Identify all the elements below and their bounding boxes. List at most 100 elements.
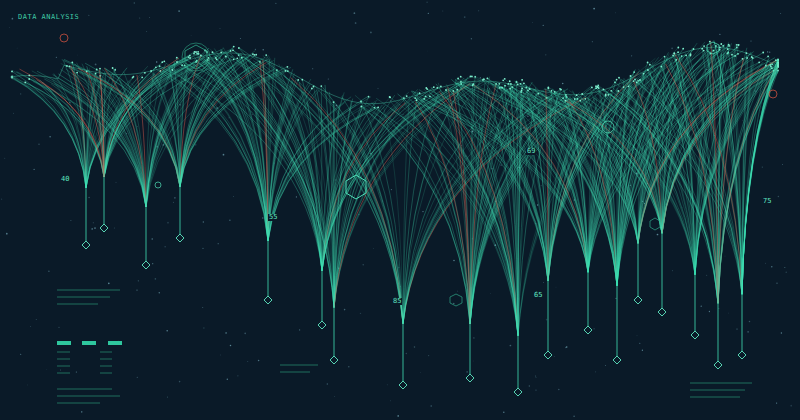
star	[9, 27, 11, 29]
root-marker	[318, 321, 326, 329]
star	[428, 13, 429, 14]
hexagon	[707, 42, 719, 54]
star	[453, 303, 454, 304]
fan-line	[714, 42, 742, 295]
fan-line	[502, 88, 588, 273]
root-marker	[613, 356, 621, 364]
star	[790, 405, 792, 407]
end-dot	[509, 80, 511, 82]
star	[706, 275, 707, 276]
fan-line	[742, 63, 778, 295]
stem	[518, 336, 519, 388]
fan-line	[146, 58, 196, 207]
fan-line	[51, 84, 104, 177]
fan-line	[618, 91, 742, 294]
fan-line	[711, 53, 742, 294]
star	[344, 309, 346, 311]
ring	[155, 182, 161, 188]
end-dot	[603, 89, 605, 91]
star	[527, 116, 528, 117]
star	[397, 415, 399, 417]
star	[457, 290, 459, 292]
end-dot	[429, 95, 431, 97]
star	[537, 204, 538, 205]
end-dot	[769, 64, 771, 66]
fan-line	[243, 57, 403, 324]
star	[152, 238, 153, 239]
end-dot	[368, 96, 370, 98]
star	[172, 201, 174, 203]
star	[592, 41, 593, 42]
star	[334, 396, 335, 397]
fan-line	[674, 54, 742, 295]
star	[701, 306, 702, 307]
fan-line	[572, 91, 617, 286]
fan-line	[162, 71, 268, 241]
fan-line	[742, 53, 747, 294]
fan-line	[714, 40, 742, 294]
star	[736, 328, 737, 329]
star	[12, 18, 14, 20]
star	[46, 368, 48, 370]
fan-line	[446, 85, 518, 336]
end-dot	[233, 46, 235, 48]
end-dot	[99, 68, 101, 70]
stem	[638, 243, 639, 296]
end-dot	[69, 65, 71, 67]
star	[227, 379, 228, 380]
fan-line	[156, 69, 268, 241]
star	[363, 264, 364, 265]
star	[762, 166, 763, 167]
root-marker	[399, 381, 407, 389]
star	[639, 343, 640, 344]
fan-line	[742, 67, 778, 294]
fan-line	[742, 58, 753, 294]
end-dot	[633, 80, 635, 82]
fan-line	[29, 75, 86, 187]
star	[542, 172, 544, 174]
fan-line	[538, 94, 662, 234]
fan-line	[603, 89, 718, 303]
star	[190, 35, 192, 37]
star	[510, 345, 512, 347]
star	[6, 233, 8, 235]
star	[471, 38, 472, 39]
star	[148, 17, 150, 19]
star	[781, 164, 783, 166]
value-label: 65	[533, 292, 543, 299]
ring	[182, 43, 210, 71]
end-dot	[301, 79, 303, 81]
hexagon	[346, 175, 366, 199]
star	[20, 93, 21, 94]
star	[134, 2, 136, 4]
fan-line	[266, 62, 403, 324]
fan-line	[323, 87, 404, 323]
star	[784, 267, 785, 268]
fan-line	[742, 60, 778, 294]
star	[220, 354, 222, 356]
end-dot	[703, 50, 705, 52]
end-dot	[163, 60, 165, 62]
star	[543, 25, 544, 26]
star	[203, 221, 204, 222]
star	[93, 222, 94, 223]
fan-line	[390, 108, 518, 335]
fan-line	[24, 82, 104, 177]
stem	[334, 307, 335, 356]
end-dot	[685, 54, 687, 56]
fan-line	[128, 81, 180, 187]
root-marker	[584, 326, 592, 334]
fan-line	[421, 99, 518, 336]
fan-line	[180, 55, 228, 187]
star	[81, 411, 83, 413]
fan-line	[105, 68, 180, 187]
star	[113, 227, 115, 229]
fan-line	[102, 70, 180, 187]
end-dot	[574, 98, 576, 100]
star	[540, 185, 542, 187]
star	[427, 50, 429, 52]
end-dot	[591, 87, 593, 89]
root-marker	[658, 308, 666, 316]
fan-line	[487, 77, 548, 280]
star	[535, 390, 536, 391]
